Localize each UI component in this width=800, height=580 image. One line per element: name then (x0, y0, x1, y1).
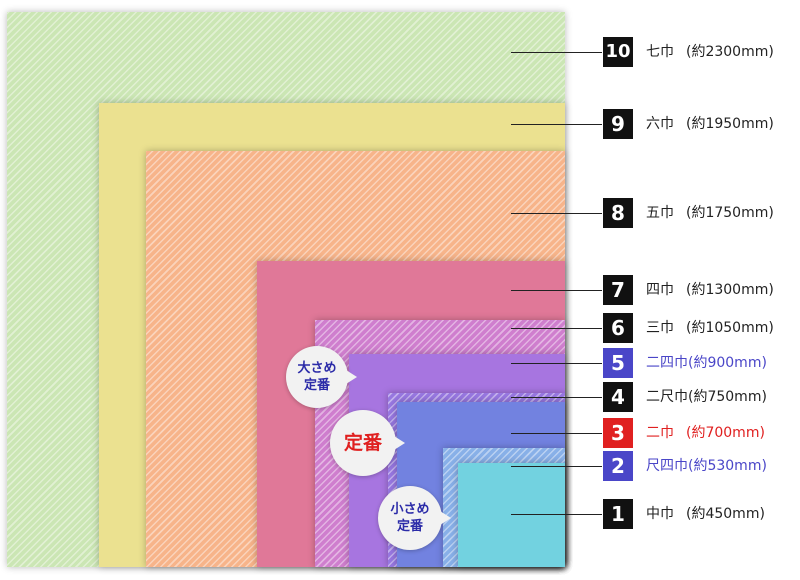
size-label-1: 中巾 (約450mm) (646, 505, 765, 523)
leader-line-10 (511, 52, 602, 53)
size-label-8: 五巾 (約1750mm) (646, 204, 774, 222)
size-number-badge-9: 9 (603, 109, 633, 139)
size-name: 六巾 (646, 116, 674, 132)
size-label-3: 二巾 (約700mm) (646, 424, 765, 442)
callout-small-standard: 小さめ 定番 (378, 486, 451, 550)
leader-line-3 (511, 433, 602, 434)
callout-large-line2: 定番 (303, 378, 330, 393)
size-measure: (約1300mm) (686, 282, 774, 298)
size-measure: (約530mm) (688, 458, 767, 474)
size-measure: (約700mm) (686, 425, 765, 441)
size-measure: (約1050mm) (686, 320, 774, 336)
callout-standard-text: 定番 (343, 432, 382, 454)
leader-line-7 (511, 290, 602, 291)
callout-small-line1: 小さめ (390, 502, 430, 517)
callout-large-line1: 大さめ (297, 361, 337, 376)
size-number-badge-5: 5 (603, 348, 633, 378)
leader-line-2 (511, 466, 602, 467)
leader-line-1 (511, 514, 602, 515)
size-name: 二尺巾 (646, 389, 688, 405)
size-name: 四巾 (646, 282, 674, 298)
size-number-badge-10: 10 (603, 37, 633, 67)
size-name: 五巾 (646, 205, 674, 221)
size-name: 二四巾 (646, 355, 688, 371)
leader-line-5 (511, 363, 602, 364)
size-label-5: 二四巾(約900mm) (646, 354, 767, 372)
size-number-badge-3: 3 (603, 418, 633, 448)
leader-line-4 (511, 397, 602, 398)
size-name: 七巾 (646, 44, 674, 60)
size-name: 中巾 (646, 506, 674, 522)
size-measure: (約2300mm) (686, 44, 774, 60)
size-name: 二巾 (646, 425, 674, 441)
size-measure: (約450mm) (686, 506, 765, 522)
size-measure: (約1750mm) (686, 205, 774, 221)
size-square-1 (458, 463, 565, 567)
size-measure: (約900mm) (688, 355, 767, 371)
size-name: 尺四巾 (646, 458, 688, 474)
leader-line-8 (511, 213, 602, 214)
size-measure: (約1950mm) (686, 116, 774, 132)
size-measure: (約750mm) (688, 389, 767, 405)
leader-line-6 (511, 328, 602, 329)
callout-standard: 定番 (330, 410, 405, 476)
size-name: 三巾 (646, 320, 674, 336)
size-label-6: 三巾 (約1050mm) (646, 319, 774, 337)
size-label-4: 二尺巾(約750mm) (646, 388, 767, 406)
size-label-10: 七巾 (約2300mm) (646, 43, 774, 61)
callout-large-standard: 大さめ 定番 (286, 346, 357, 408)
size-number-badge-4: 4 (603, 382, 633, 412)
size-number-badge-1: 1 (603, 499, 633, 529)
size-number-badge-8: 8 (603, 198, 633, 228)
size-number-badge-2: 2 (603, 451, 633, 481)
size-label-9: 六巾 (約1950mm) (646, 115, 774, 133)
size-label-2: 尺四巾(約530mm) (646, 457, 767, 475)
size-number-badge-7: 7 (603, 275, 633, 305)
leader-line-9 (511, 124, 602, 125)
size-number-badge-6: 6 (603, 313, 633, 343)
size-label-7: 四巾 (約1300mm) (646, 281, 774, 299)
callout-small-line2: 定番 (396, 519, 423, 534)
